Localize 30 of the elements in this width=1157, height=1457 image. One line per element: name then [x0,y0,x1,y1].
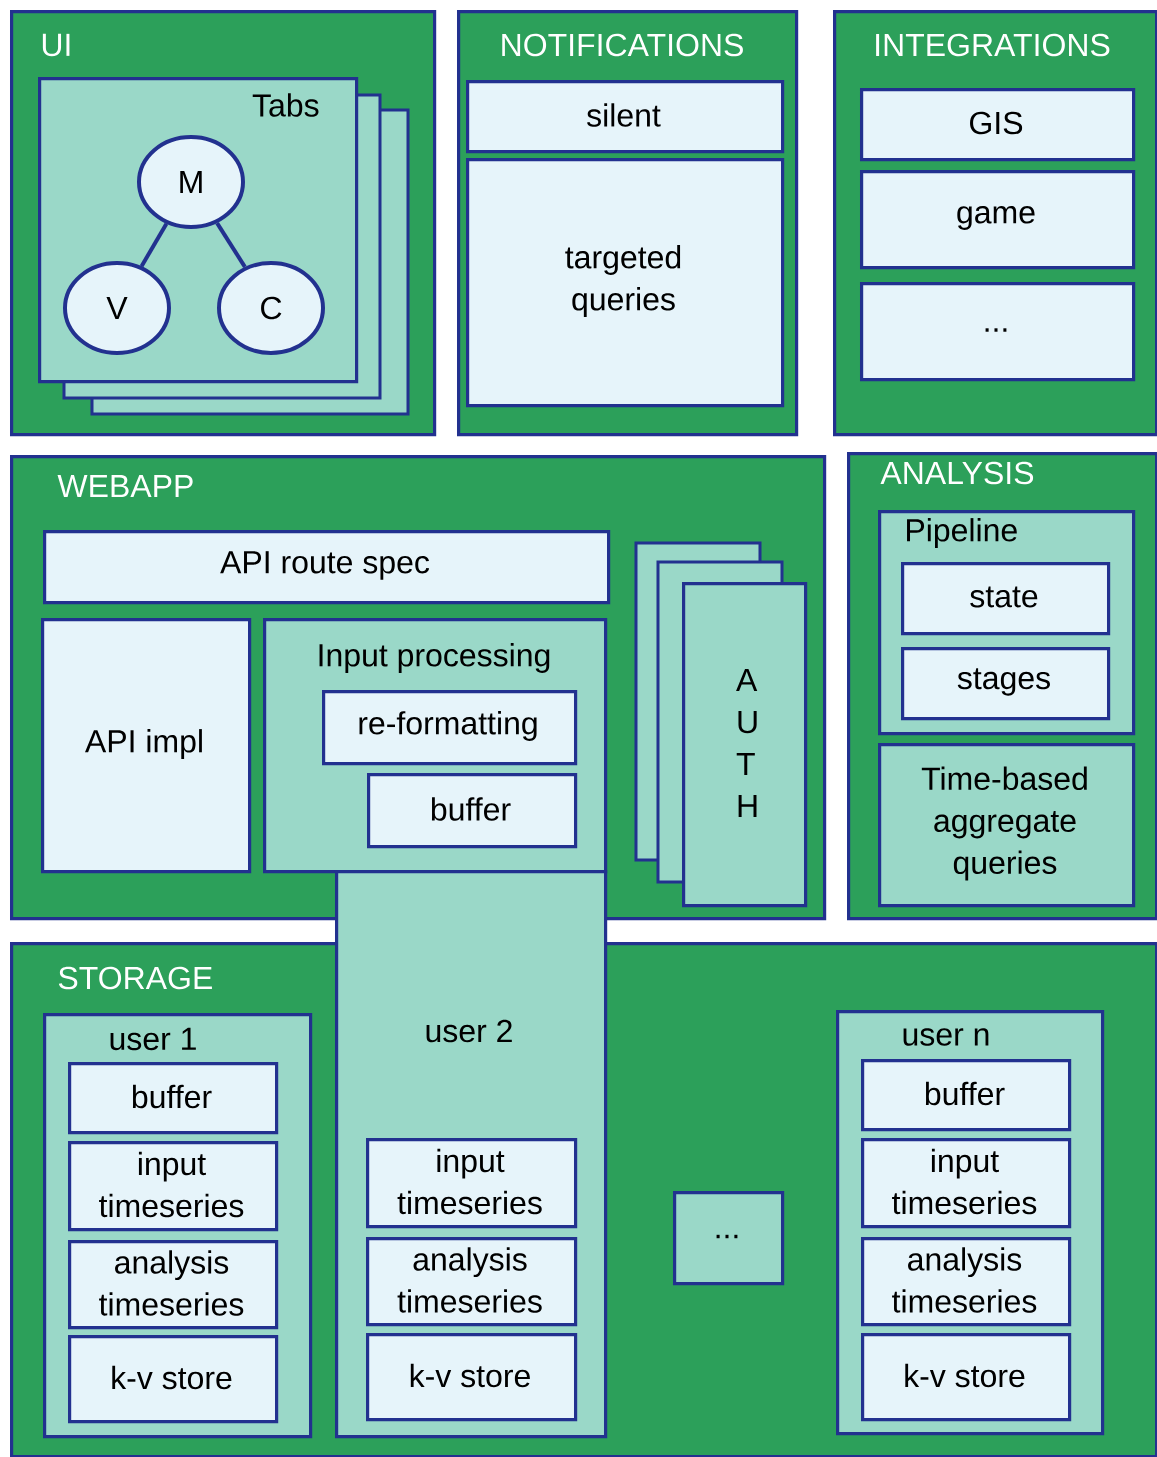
component-box: input timeseries [861,1138,1072,1229]
component-box: GIS [860,88,1136,162]
component-box: buffer [68,1062,279,1135]
component-box: API impl [41,618,252,874]
circle-node: M [137,135,245,229]
connector-line [215,222,247,268]
component-box: re-formatting [322,690,578,766]
group-panel: ... [673,1191,785,1286]
circle-node: V [63,261,171,355]
component-box: state [901,562,1111,636]
component-box: input timeseries [366,1138,578,1229]
component-box: k-v store [861,1333,1072,1422]
connector-line [139,222,169,268]
component-box: input timeseries [68,1141,279,1232]
component-box: analysis timeseries [68,1240,279,1330]
component-box: analysis timeseries [366,1237,578,1327]
group-panel: Time-based aggregate queries [878,743,1136,908]
component-box: buffer [861,1059,1072,1132]
component-box: stages [901,647,1111,721]
component-box: buffer [367,773,578,849]
component-box: k-v store [68,1335,279,1424]
component-box: targeted queries [466,158,785,408]
component-box: silent [466,80,785,154]
group-panel: A U T H [682,582,808,908]
component-box: API route spec [43,530,611,605]
component-box: ... [860,282,1136,382]
component-box: analysis timeseries [861,1237,1072,1327]
component-box: game [860,170,1136,270]
circle-node: C [217,261,325,355]
component-box: k-v store [366,1333,578,1422]
